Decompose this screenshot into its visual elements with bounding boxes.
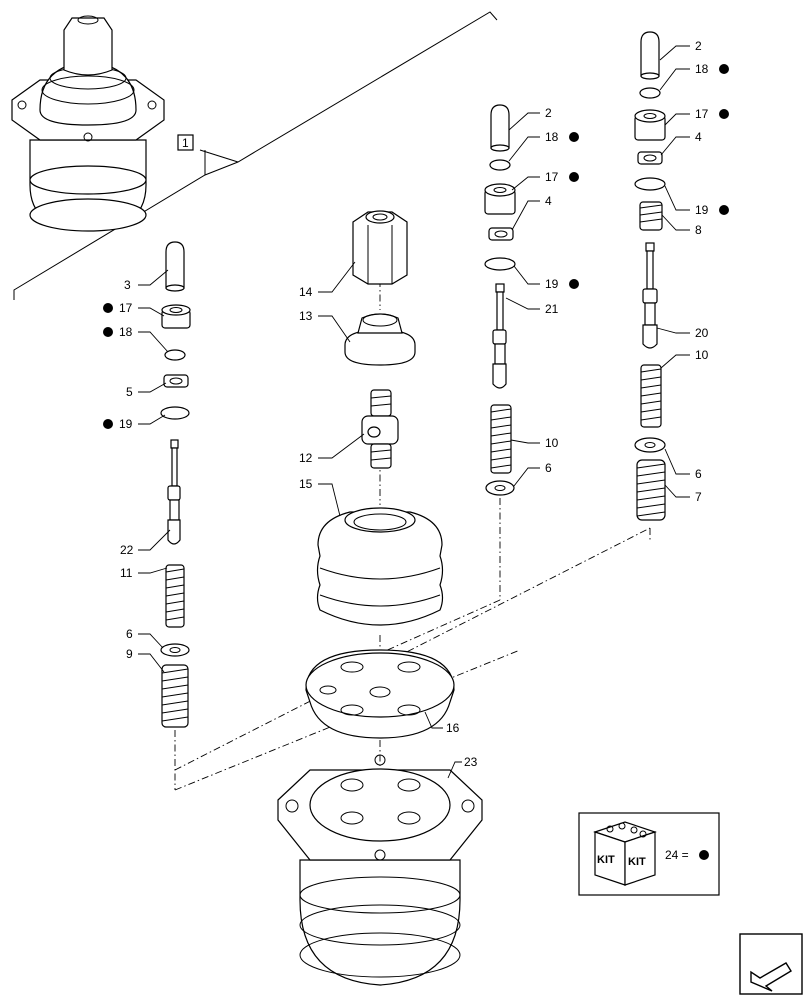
callout-17: 17	[119, 301, 133, 315]
kit-text-left: KIT	[597, 854, 615, 866]
kit-dot	[699, 850, 709, 860]
arrow-icon[interactable]	[739, 933, 803, 995]
callout-20: 20	[695, 326, 709, 340]
callout-12: 12	[299, 451, 313, 465]
kit-dot	[719, 109, 729, 119]
callout-22: 22	[120, 543, 134, 557]
kit-dot	[569, 279, 579, 289]
callout-2: 2	[545, 106, 552, 120]
kit-dot	[719, 205, 729, 215]
kit-dot	[719, 64, 729, 74]
kit-dot	[569, 172, 579, 182]
callout-18: 18	[545, 130, 559, 144]
kit-legend: KIT KIT 24 =	[578, 812, 720, 896]
callout-6: 6	[126, 627, 133, 641]
kit-text-right: KIT	[628, 856, 646, 868]
callout-19: 19	[695, 203, 709, 217]
callout-7: 7	[695, 490, 702, 504]
callout-19: 19	[119, 417, 133, 431]
callout-13: 13	[299, 309, 313, 323]
callout-6: 6	[695, 467, 702, 481]
callout-4: 4	[695, 130, 702, 144]
kit-dot	[569, 132, 579, 142]
callout-3: 3	[124, 278, 131, 292]
kit-dot	[103, 419, 113, 429]
callout-9: 9	[126, 647, 133, 661]
assembly-overview: 1	[11, 11, 498, 300]
center-stack-parts	[277, 210, 483, 986]
left-column-parts	[160, 241, 191, 728]
reference-box-1	[177, 134, 194, 151]
callout-5: 5	[126, 385, 133, 399]
callout-10: 10	[545, 436, 559, 450]
callout-19: 19	[545, 277, 559, 291]
callout-6: 6	[545, 461, 552, 475]
leader-lines	[138, 45, 690, 779]
callout-18: 18	[695, 62, 709, 76]
kit-box-icon: KIT KIT	[593, 821, 657, 886]
callout-14: 14	[299, 285, 313, 299]
kit-legend-label: 24 =	[665, 848, 689, 862]
callout-17: 17	[545, 170, 559, 184]
right-column-parts	[634, 31, 666, 521]
callout-16: 16	[446, 721, 460, 735]
middle-right-column-parts	[484, 104, 516, 496]
kit-dot	[103, 327, 113, 337]
callout-17: 17	[695, 107, 709, 121]
callout-8: 8	[695, 223, 702, 237]
callout-4: 4	[545, 194, 552, 208]
callout-2: 2	[695, 39, 702, 53]
callout-1: 1	[182, 136, 189, 150]
kit-dot	[103, 303, 113, 313]
callout-21: 21	[545, 302, 559, 316]
callout-10: 10	[695, 348, 709, 362]
callouts: 3 17 18 5 19 22 11 6 9 14 13 12 15 16 23…	[103, 39, 729, 769]
callout-23: 23	[464, 755, 478, 769]
callout-18: 18	[119, 325, 133, 339]
callout-15: 15	[299, 477, 313, 491]
callout-11: 11	[120, 566, 133, 580]
